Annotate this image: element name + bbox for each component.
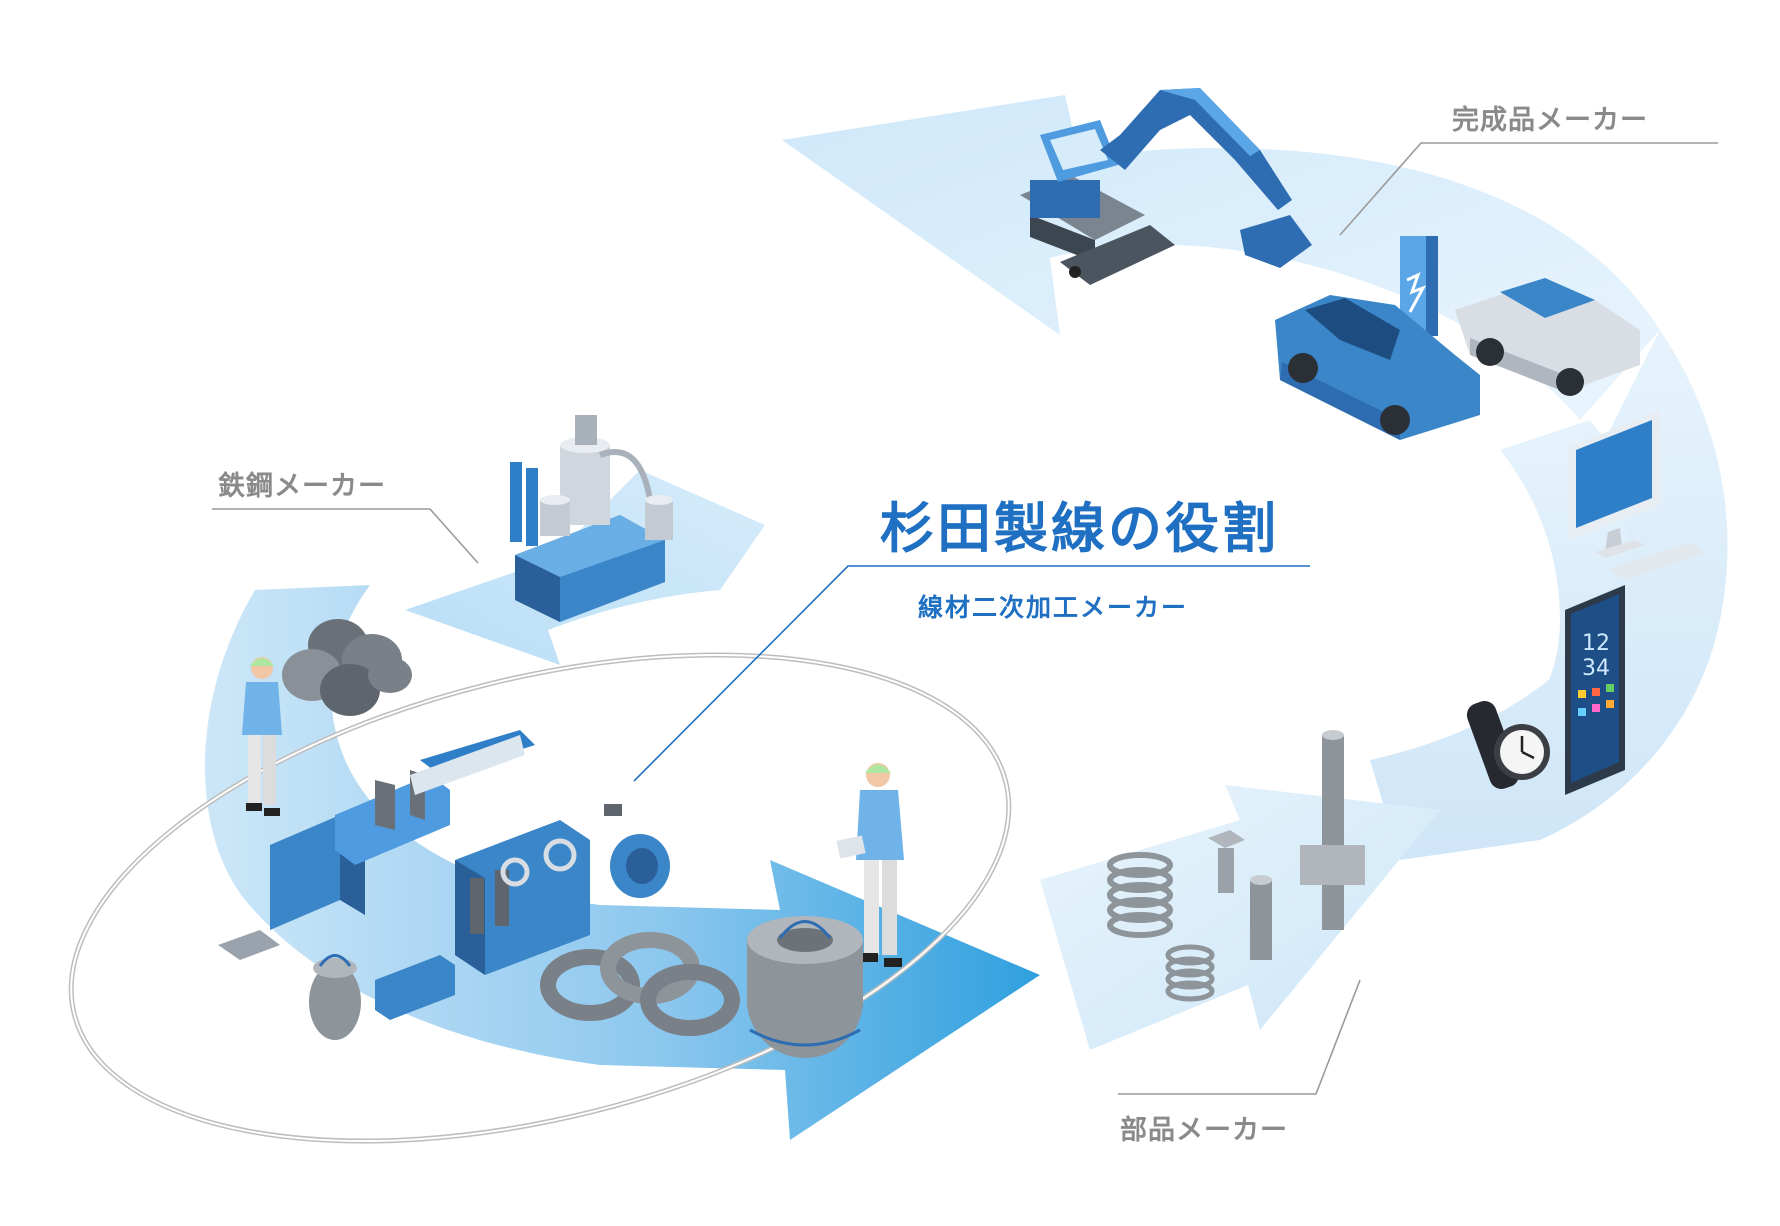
worker-left-illustration (242, 657, 282, 816)
computer-illustration (1568, 410, 1705, 580)
role-subtitle: 線材二次加工メーカー (918, 593, 1189, 622)
steel-leader (212, 508, 479, 564)
parts-leader (1118, 979, 1361, 1095)
steel-maker-label: 鉄鋼メーカー (218, 471, 386, 502)
flow-arrow-parts (1040, 785, 1440, 1050)
wire-machinery-illustration (218, 730, 670, 1020)
steel-factory-illustration (510, 415, 673, 622)
role-ellipse (68, 652, 1012, 1144)
finished-leader (1339, 142, 1718, 236)
excavator-illustration (1020, 88, 1312, 285)
devices-illustration: 12 34 (1466, 585, 1625, 795)
ev-cars-illustration (1275, 236, 1640, 440)
finished-maker-label: 完成品メーカー (1452, 105, 1648, 136)
role-leader (633, 565, 1310, 782)
parts-maker-label: 部品メーカー (1120, 1115, 1288, 1146)
processed-coils-illustration (309, 916, 863, 1058)
worker-right-illustration (836, 763, 904, 967)
leader-lines (212, 142, 1718, 1095)
role-title: 杉田製線の役割 (880, 497, 1279, 560)
raw-coils-illustration (282, 619, 412, 716)
phone-clock-top: 12 (1582, 631, 1610, 656)
phone-clock-bottom: 34 (1582, 656, 1610, 681)
parts-illustration (1107, 730, 1365, 1002)
flow-arrow-top (782, 95, 1660, 420)
